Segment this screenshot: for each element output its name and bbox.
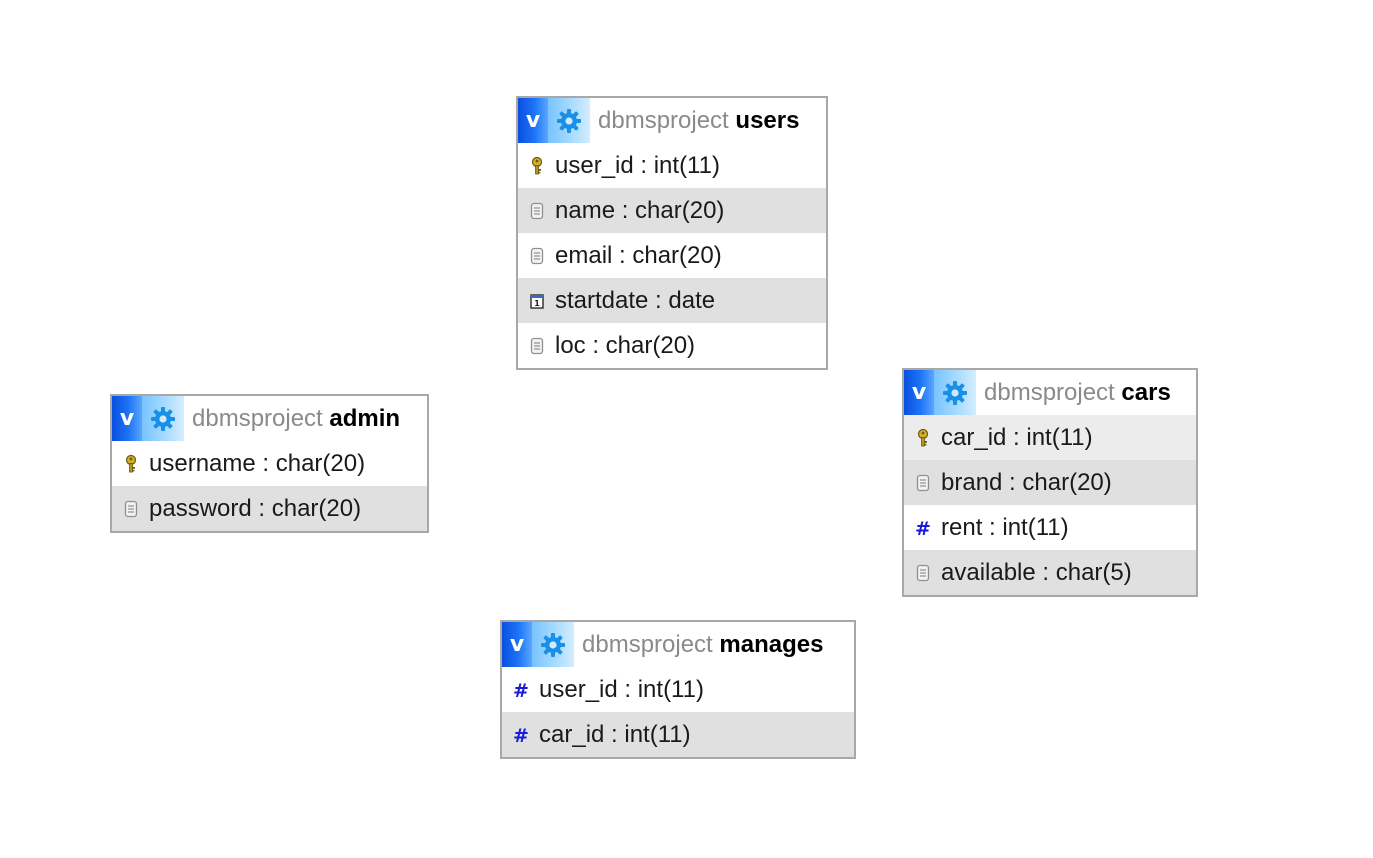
column-label: password : char(20) (149, 494, 362, 522)
text-field-icon (914, 472, 932, 494)
column-label: car_id : int(11) (941, 423, 1093, 451)
table-name: manages (719, 630, 824, 658)
key-icon (528, 155, 546, 177)
table-title: dbmsproject users (590, 107, 809, 135)
table-manages[interactable]: v dbmsproject manages # user_id : int(11… (500, 620, 856, 759)
table-name: admin (329, 404, 401, 432)
database-name: dbmsproject (598, 106, 729, 134)
numeric-hash-icon: # (915, 517, 931, 540)
table-title: dbmsproject manages (574, 631, 833, 659)
column-row[interactable]: # car_id : int(11) (502, 712, 854, 757)
column-row[interactable]: startdate : date (518, 278, 826, 323)
text-field-icon (122, 498, 140, 520)
column-label: brand : char(20) (941, 468, 1112, 496)
table-admin[interactable]: v dbmsproject admin username : char(20) … (110, 394, 429, 533)
table-title: dbmsproject admin (184, 405, 410, 433)
table-header[interactable]: v dbmsproject admin (112, 396, 427, 441)
column-label: loc : char(20) (555, 331, 696, 359)
column-label: car_id : int(11) (539, 720, 691, 748)
table-name: cars (1121, 378, 1171, 406)
table-users[interactable]: v dbmsproject users user_id : int(11) na… (516, 96, 828, 370)
column-row[interactable]: email : char(20) (518, 233, 826, 278)
calendar-icon (528, 290, 546, 312)
table-title: dbmsproject cars (976, 379, 1181, 407)
database-name: dbmsproject (984, 378, 1115, 406)
table-header[interactable]: v dbmsproject cars (904, 370, 1196, 415)
database-name: dbmsproject (192, 404, 323, 432)
toggle-columns-button[interactable]: v (502, 622, 532, 667)
toggle-columns-button[interactable]: v (904, 370, 934, 415)
gear-icon (539, 631, 567, 659)
column-label: user_id : int(11) (539, 675, 704, 703)
numeric-hash-icon: # (513, 724, 529, 747)
column-row[interactable]: password : char(20) (112, 486, 427, 531)
gear-icon (941, 379, 969, 407)
column-row[interactable]: username : char(20) (112, 441, 427, 486)
column-row[interactable]: available : char(5) (904, 550, 1196, 595)
table-cars[interactable]: v dbmsproject cars car_id : int(11) bran… (902, 368, 1198, 597)
column-row[interactable]: name : char(20) (518, 188, 826, 233)
gear-icon (149, 405, 177, 433)
column-label: user_id : int(11) (555, 151, 720, 179)
database-name: dbmsproject (582, 630, 713, 658)
column-label: available : char(5) (941, 558, 1132, 586)
table-options-button[interactable] (934, 370, 976, 415)
text-field-icon (914, 562, 932, 584)
key-icon (122, 453, 140, 475)
table-header[interactable]: v dbmsproject manages (502, 622, 854, 667)
table-header[interactable]: v dbmsproject users (518, 98, 826, 143)
table-options-button[interactable] (532, 622, 574, 667)
column-label: name : char(20) (555, 196, 725, 224)
column-row[interactable]: # user_id : int(11) (502, 667, 854, 712)
column-row[interactable]: # rent : int(11) (904, 505, 1196, 550)
text-field-icon (528, 335, 546, 357)
column-row[interactable]: user_id : int(11) (518, 143, 826, 188)
toggle-columns-button[interactable]: v (518, 98, 548, 143)
column-label: rent : int(11) (941, 513, 1069, 541)
column-label: email : char(20) (555, 241, 722, 269)
table-options-button[interactable] (548, 98, 590, 143)
column-row[interactable]: brand : char(20) (904, 460, 1196, 505)
text-field-icon (528, 200, 546, 222)
numeric-hash-icon: # (513, 679, 529, 702)
toggle-columns-button[interactable]: v (112, 396, 142, 441)
table-options-button[interactable] (142, 396, 184, 441)
table-name: users (735, 106, 800, 134)
column-row[interactable]: loc : char(20) (518, 323, 826, 368)
text-field-icon (528, 245, 546, 267)
column-label: startdate : date (555, 286, 716, 314)
key-icon (914, 427, 932, 449)
column-label: username : char(20) (149, 449, 366, 477)
gear-icon (555, 107, 583, 135)
column-row[interactable]: car_id : int(11) (904, 415, 1196, 460)
